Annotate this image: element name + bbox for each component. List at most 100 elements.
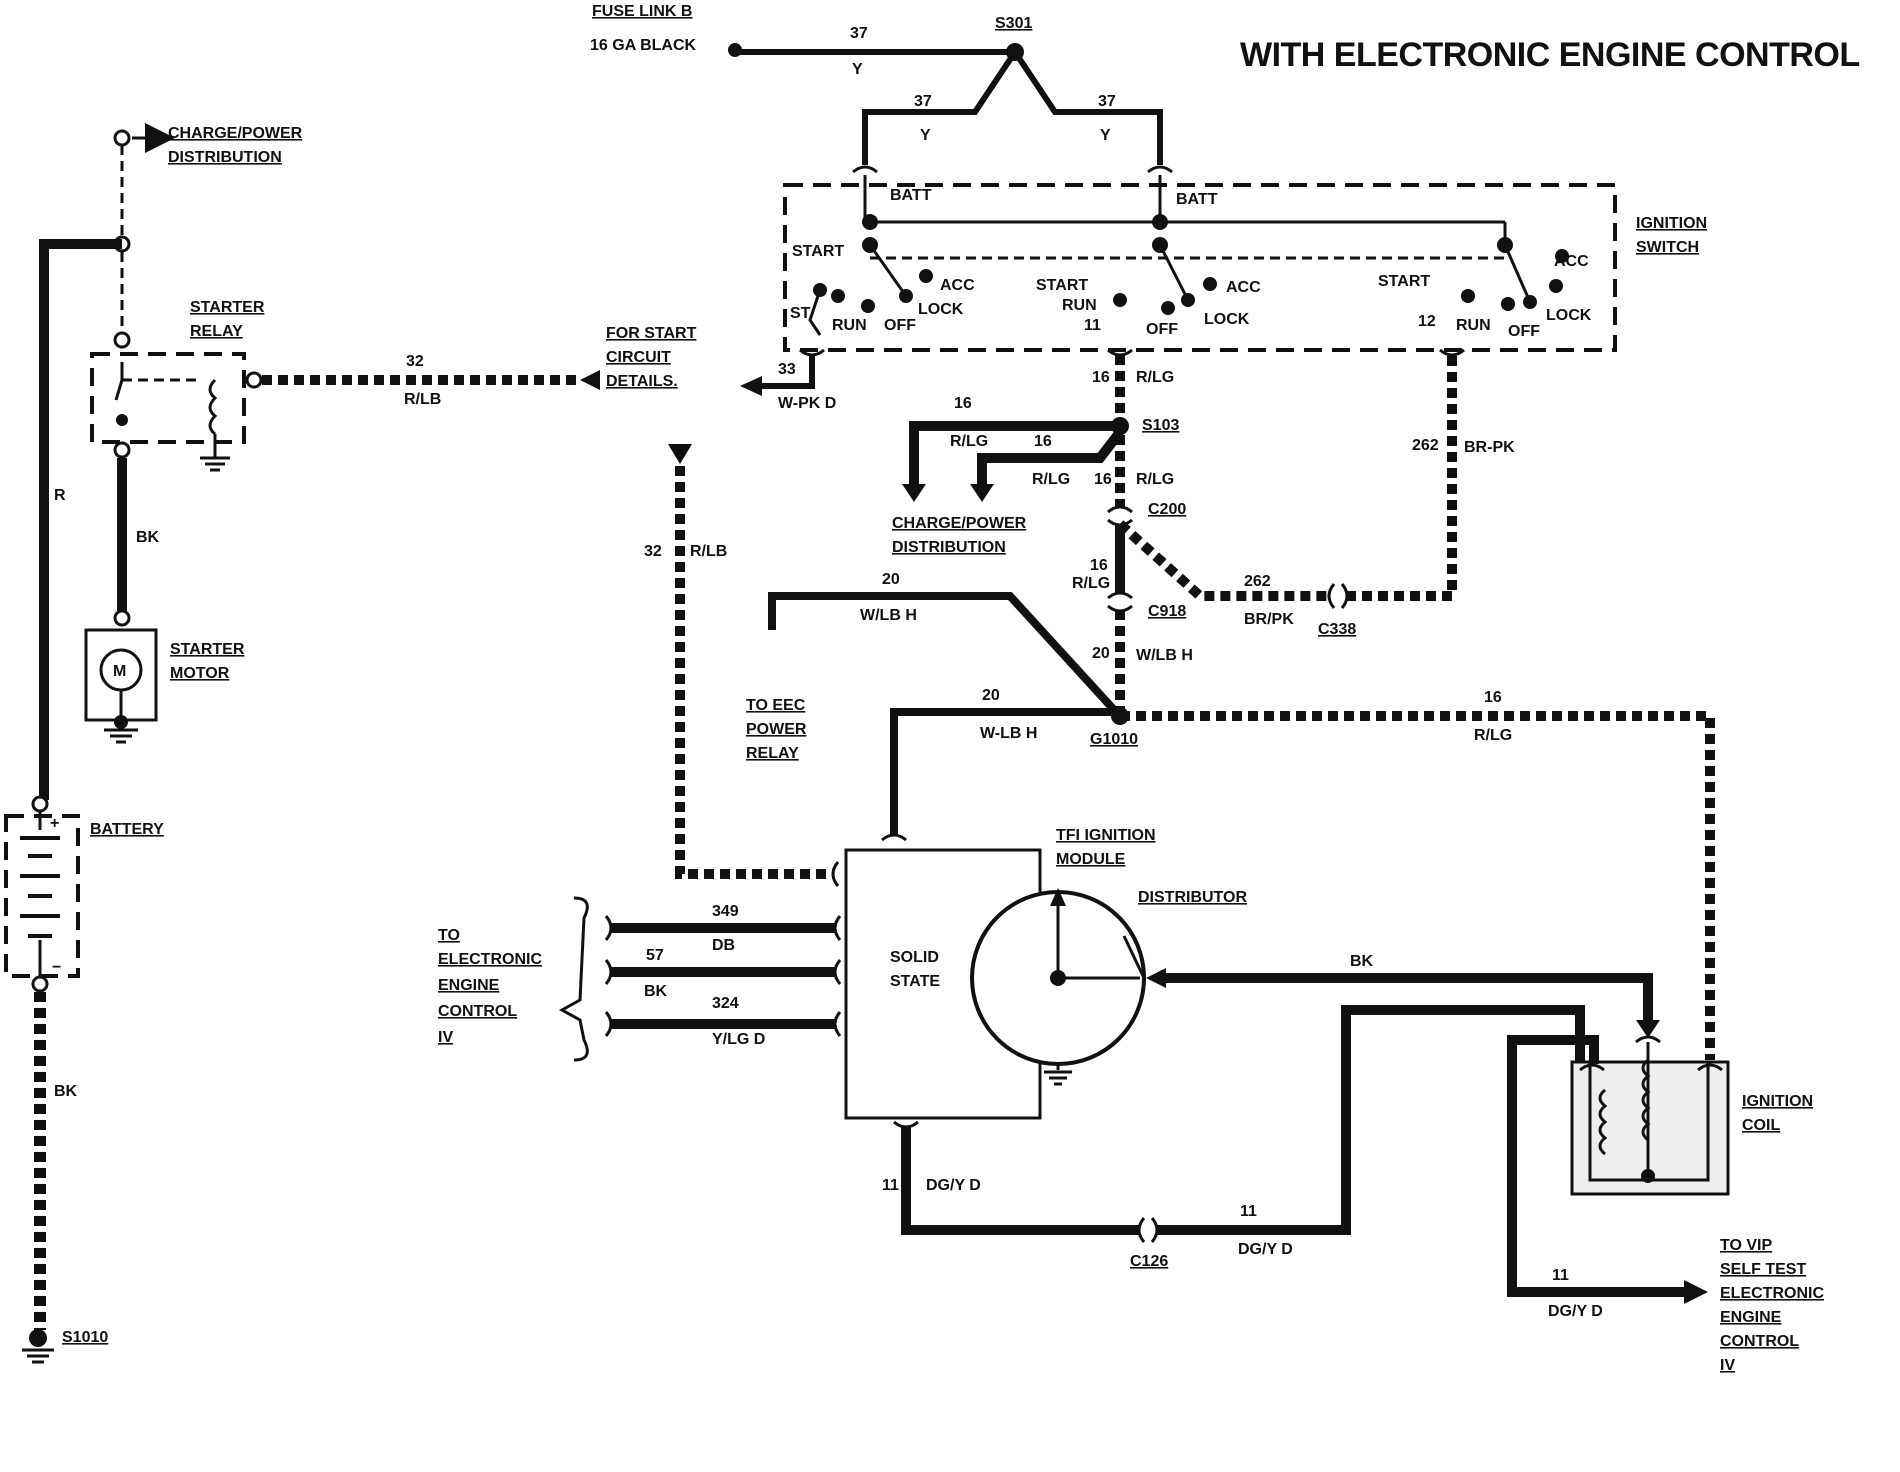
- vip-label: ENGINE: [1720, 1309, 1782, 1326]
- wire-57-label: 57: [646, 947, 664, 964]
- distributor-label: DISTRIBUTOR: [1138, 889, 1247, 906]
- wire-y-label: Y: [920, 127, 931, 144]
- starter-relay-box: [90, 352, 246, 444]
- battery-plus: +: [50, 815, 59, 832]
- vip-label: CONTROL: [1720, 1333, 1799, 1350]
- wpk-wire: [740, 348, 825, 396]
- wire-262-label: 262: [1244, 573, 1271, 590]
- battery-circuit: [4, 795, 80, 1364]
- wire-37-label: 37: [914, 93, 932, 110]
- batt-label: BATT: [890, 187, 932, 204]
- to-eec-label: TO EEC: [746, 697, 806, 714]
- diagram-title: WITH ELECTRONIC ENGINE CONTROL: [1240, 36, 1860, 74]
- wire-bk-label: BK: [644, 983, 668, 1000]
- wire-11-label: 11: [882, 1177, 899, 1194]
- off-label: OFF: [1146, 321, 1178, 338]
- ignition-switch-contacts: [808, 175, 1569, 336]
- s301-label: S301: [995, 15, 1032, 32]
- to-eec4-label: ELECTRONIC: [438, 951, 542, 968]
- ignition-switch-box: [783, 183, 1617, 352]
- fuse-link-feed: [728, 43, 1173, 174]
- motor-m-label: M: [113, 663, 126, 680]
- wire-11-label: 11: [1552, 1267, 1569, 1284]
- wire-16-label: 16: [1092, 369, 1110, 386]
- starter-circuit: [39, 123, 600, 800]
- wire-wpk-label: W-PK D: [778, 395, 836, 412]
- wire-32-label: 32: [406, 353, 424, 370]
- wire-rlg-label: R/LG: [1474, 727, 1512, 744]
- wire-20-label: 20: [1092, 645, 1110, 662]
- distribution-label: DISTRIBUTION: [168, 149, 282, 166]
- wlb-wires: [768, 592, 1715, 1060]
- to-eec4-label: TO: [438, 927, 460, 944]
- starter-relay-label: STARTER: [190, 299, 265, 316]
- wire-rlg-label: R/LG: [1032, 471, 1070, 488]
- for-start-label: FOR START: [606, 325, 697, 342]
- wire-16-label: 16: [1484, 689, 1502, 706]
- ignition-switch-label: SWITCH: [1636, 239, 1699, 256]
- ignition-coil: [1146, 968, 1730, 1196]
- wire-324-label: 324: [712, 995, 739, 1012]
- wire-brpk-label: BR/PK: [1244, 611, 1294, 628]
- wire-262-label: 262: [1412, 437, 1439, 454]
- wire-brpk-label: BR-PK: [1464, 439, 1515, 456]
- starter-motor-label: STARTER: [170, 641, 245, 658]
- wire-rlg-label: R/LG: [1136, 471, 1174, 488]
- vip-label: TO VIP: [1720, 1237, 1772, 1254]
- wire-20-label: 20: [982, 687, 1000, 704]
- wire-rlb-label: R/LB: [690, 543, 727, 560]
- ignition-switch-label: IGNITION: [1636, 215, 1707, 232]
- wire-16-label: 16: [1034, 433, 1052, 450]
- rlb-module-wire: [668, 444, 840, 887]
- wire-16-label: 16: [954, 395, 972, 412]
- wire-12-label: 12: [1418, 313, 1436, 330]
- wire-y-label: Y: [1100, 127, 1111, 144]
- vip-label: SELF TEST: [1720, 1261, 1806, 1278]
- wire-wlbh-label: W/LB H: [1136, 647, 1193, 664]
- solid-state-label: SOLID: [890, 949, 939, 966]
- to-eec4-label: CONTROL: [438, 1003, 517, 1020]
- tfi-label: MODULE: [1056, 851, 1126, 868]
- ignition-coil-label: IGNITION: [1742, 1093, 1813, 1110]
- wire-wlbh-label: W-LB H: [980, 725, 1037, 742]
- to-eec-label: RELAY: [746, 745, 799, 762]
- wire-wlbh-label: W/LB H: [860, 607, 917, 624]
- wire-rlg-label: R/LG: [950, 433, 988, 450]
- for-start-label: CIRCUIT: [606, 349, 671, 366]
- wire-r-label: R: [54, 487, 66, 504]
- vip-label: IV: [1720, 1357, 1735, 1374]
- dgy-wires: [893, 1005, 1708, 1304]
- wire-rlg-label: R/LG: [1072, 575, 1110, 592]
- c200-label: C200: [1148, 501, 1186, 518]
- fuse-gauge-label: 16 GA BLACK: [590, 37, 697, 54]
- s1010-label: S1010: [62, 1329, 108, 1346]
- acc-label: ACC: [940, 277, 975, 294]
- wire-20-label: 20: [882, 571, 900, 588]
- battery-minus: −: [52, 959, 61, 976]
- wire-bk-label: BK: [54, 1083, 78, 1100]
- lock-label: LOCK: [1204, 311, 1250, 328]
- wire-37-label: 37: [850, 25, 868, 42]
- run-label: RUN: [832, 317, 867, 334]
- lock-label: LOCK: [918, 301, 964, 318]
- g1010-label: G1010: [1090, 731, 1138, 748]
- off-label: OFF: [1508, 323, 1540, 340]
- wire-32-label: 32: [644, 543, 662, 560]
- c918-label: C918: [1148, 603, 1186, 620]
- run-label: RUN: [1062, 297, 1097, 314]
- starter-relay-label: RELAY: [190, 323, 243, 340]
- solid-state-label: STATE: [890, 973, 940, 990]
- wire-dgy-label: DG/Y D: [1238, 1241, 1293, 1258]
- fuse-link-node: [728, 43, 742, 57]
- wire-db-label: DB: [712, 937, 735, 954]
- wire-rlb-label: R/LB: [404, 391, 441, 408]
- wire-16-label: 16: [1090, 557, 1108, 574]
- off-label: OFF: [884, 317, 916, 334]
- for-start-label: DETAILS.: [606, 373, 678, 390]
- distribution-label: DISTRIBUTION: [892, 539, 1006, 556]
- wire-349-label: 349: [712, 903, 739, 920]
- start-label: START: [792, 243, 844, 260]
- tfi-label: TFI IGNITION: [1056, 827, 1156, 844]
- lock-label: LOCK: [1546, 307, 1592, 324]
